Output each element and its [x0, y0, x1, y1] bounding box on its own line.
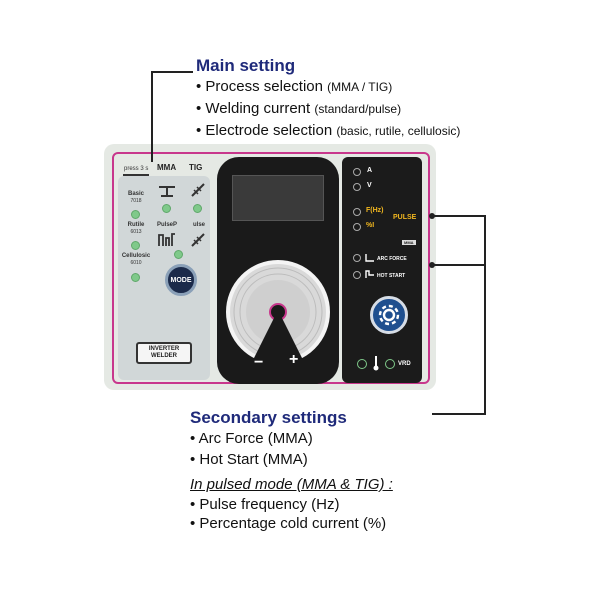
hot-start-label: HOT START — [377, 273, 406, 279]
main-item-text: Welding current — [205, 100, 311, 117]
hot-start-icon — [365, 270, 374, 278]
main-item-text: Electrode selection — [205, 122, 333, 139]
pulsed-item-cold-current: • Percentage cold current (%) — [190, 515, 387, 532]
electrode-rutile-label: Rutile 6013 — [127, 222, 145, 235]
frequency-led — [353, 208, 361, 216]
main-item-text: Process selection — [205, 78, 323, 95]
pulsed-item-text: Pulse frequency (Hz) — [199, 496, 340, 513]
hot-start-led — [353, 271, 361, 279]
press-3s-label: press 3 s — [124, 166, 149, 172]
thermometer-icon — [373, 356, 379, 371]
main-setting-item-electrode: • Electrode selection (basic, rutile, ce… — [196, 122, 461, 139]
arc-force-icon — [365, 254, 374, 262]
pulse-led — [174, 250, 183, 259]
tig-torch-icon — [191, 183, 205, 197]
mma-led — [162, 204, 171, 213]
frequency-label: F(Hz) — [366, 207, 384, 214]
pulse-mma-label: PulseP — [157, 222, 178, 228]
secondary-item-text: Arc Force (MMA) — [198, 430, 313, 447]
mma-tag: MMA — [402, 240, 416, 245]
pulsed-item-text: Percentage cold current (%) — [199, 515, 387, 532]
settings-button[interactable] — [370, 296, 408, 334]
arc-force-led — [353, 254, 361, 262]
current-adjust-knob[interactable] — [224, 252, 332, 378]
volt-label: V — [367, 182, 372, 189]
secondary-item-arc-force: • Arc Force (MMA) — [190, 430, 313, 447]
arc-force-label: ARC FORCE — [377, 256, 407, 262]
press-underline — [123, 174, 149, 176]
mma-column-header: MMA — [157, 163, 177, 172]
electrode-basic-led — [131, 210, 140, 219]
ampere-label: A — [367, 167, 373, 174]
tig-led — [193, 204, 202, 213]
knob-minus-label: − — [254, 354, 264, 371]
electrode-cellulosic-led — [131, 273, 140, 282]
main-setting-title: Main setting — [196, 56, 296, 75]
power-led — [357, 359, 367, 369]
secondary-item-text: Hot Start (MMA) — [199, 451, 308, 468]
pulse-tig-icon — [191, 233, 205, 247]
main-item-note: (MMA / TIG) — [327, 80, 393, 94]
mode-button[interactable]: MODE — [165, 264, 197, 296]
mma-electrode-icon — [159, 186, 175, 197]
main-item-note: (standard/pulse) — [314, 102, 402, 116]
knob-plus-label: + — [289, 351, 299, 368]
pulse-tag: PULSE — [393, 214, 417, 221]
pulse-tig-label: ulse — [193, 222, 206, 228]
gear-icon — [378, 304, 400, 326]
pulse-mma-icon — [158, 233, 175, 246]
pulsed-mode-heading: In pulsed mode (MMA & TIG) : — [190, 476, 393, 493]
volt-led — [353, 183, 361, 191]
vrd-label: VRD — [398, 361, 411, 367]
inverter-welder-logo: INVERTER WELDER — [136, 342, 192, 364]
secondary-item-hot-start: • Hot Start (MMA) — [190, 451, 308, 468]
main-setting-item-process: • Process selection (MMA / TIG) — [196, 78, 393, 95]
vrd-led — [385, 359, 395, 369]
main-item-note: (basic, rutile, cellulosic) — [336, 124, 461, 138]
tig-column-header: TIG — [189, 163, 203, 172]
secondary-settings-panel — [342, 157, 422, 383]
cold-current-label: %I — [366, 222, 375, 229]
cold-current-led — [353, 223, 361, 231]
electrode-basic-label: Basic 7018 — [127, 191, 144, 204]
electrode-rutile-led — [131, 241, 140, 250]
ampere-led — [353, 168, 361, 176]
pulsed-item-frequency: • Pulse frequency (Hz) — [190, 496, 340, 513]
main-setting-item-current: • Welding current (standard/pulse) — [196, 100, 402, 117]
digital-display — [232, 175, 324, 221]
secondary-settings-title: Secondary settings — [190, 408, 347, 427]
electrode-cellulosic-label: Cellulosic 6010 — [121, 253, 151, 266]
